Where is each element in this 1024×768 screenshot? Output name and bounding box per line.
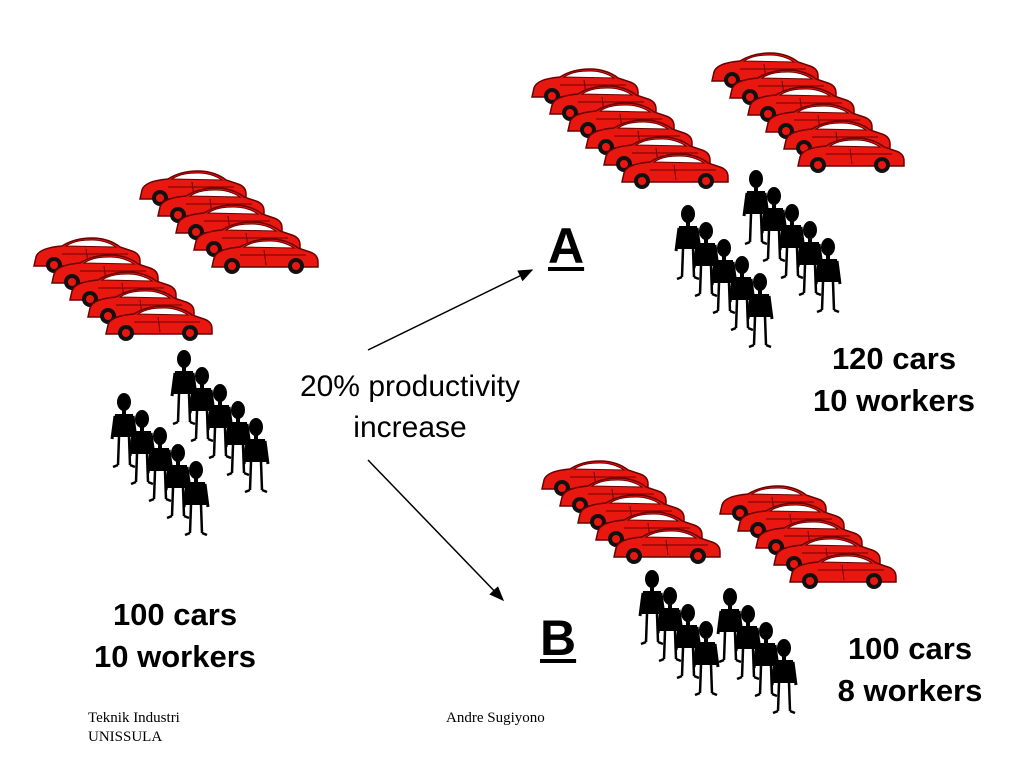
productivity-label: 20% productivity increase [270, 366, 550, 448]
option-a-label: 120 cars 10 workers [776, 338, 1012, 422]
worker-icon [170, 348, 198, 426]
initial-workers [110, 348, 270, 537]
option-b-letter: B [540, 610, 577, 666]
initial-workers-text: 10 workers [94, 639, 256, 674]
footer-author: Andre Sugiyono [446, 710, 545, 726]
footer-university: UNISSULA [88, 729, 163, 745]
productivity-line-1: 20% productivity [299, 370, 521, 403]
worker-icon [638, 568, 666, 646]
worker-icon [716, 586, 744, 664]
option-b-workers-text: 8 workers [837, 673, 983, 708]
productivity-line-2: increase [353, 411, 467, 444]
option-b-label: 100 cars 8 workers [800, 628, 1020, 712]
option-b-cars [541, 460, 897, 590]
option-a-cars-text: 120 cars [831, 341, 957, 376]
worker-icon [674, 203, 702, 281]
option-a-letter: A [548, 218, 585, 274]
footer-institution: Teknik Industri UNISSULA [88, 709, 180, 747]
worker-icon [742, 168, 770, 246]
arrow-to-b [367, 459, 505, 602]
initial-cars [33, 170, 319, 342]
initial-cars-text: 100 cars [112, 597, 238, 632]
option-a-workers-text: 10 workers [813, 383, 975, 418]
option-a-workers [674, 168, 842, 349]
arrow-to-a [367, 269, 534, 351]
option-b-workers [638, 568, 798, 715]
option-b-cars-text: 100 cars [847, 631, 973, 666]
option-a-cars [531, 52, 905, 190]
initial-label: 100 cars 10 workers [60, 594, 290, 678]
footer-department: Teknik Industri [88, 710, 180, 726]
worker-icon [110, 391, 138, 469]
